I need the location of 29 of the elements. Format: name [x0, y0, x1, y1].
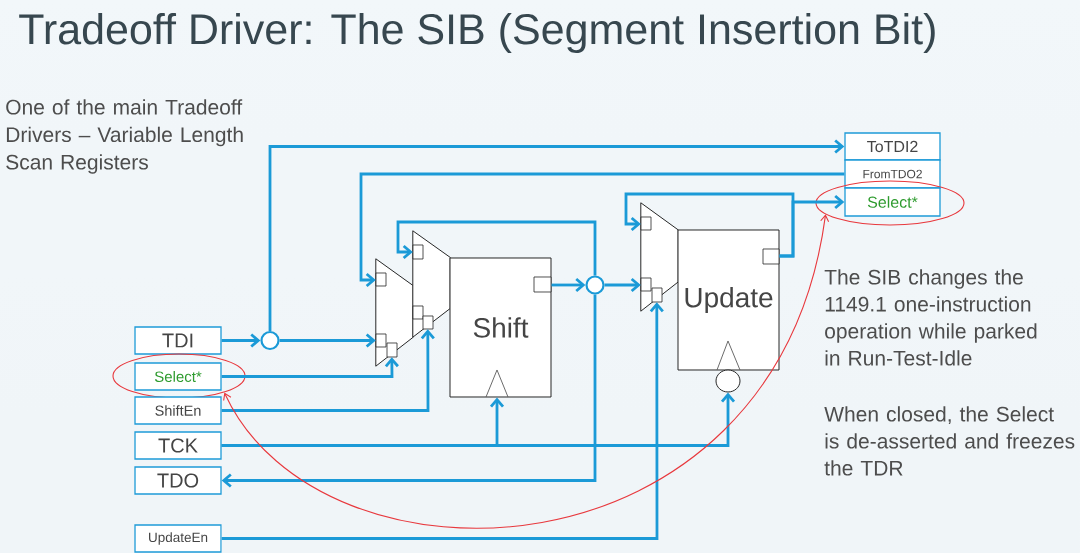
wire-arrow: [604, 277, 641, 293]
signal-box: ToTDI2: [844, 132, 941, 161]
slide-title: Tradeoff Driver: The SIB (Segment Insertion Bit): [19, 12, 935, 54]
body-text: The SIB changes the 1149.1 one-instruction operation while parked in Run-Test-Idle: [824, 269, 1037, 366]
signal-box: Select*: [134, 362, 222, 391]
signal-box: UpdateEn: [134, 524, 222, 553]
wire-arrow: [221, 357, 399, 378]
wire-arrow: [268, 139, 845, 331]
wire-arrow: [396, 220, 597, 276]
junction-dot: [585, 275, 605, 295]
signal-box: ShiftEn: [134, 396, 222, 425]
wire-arrow: [551, 277, 586, 293]
wire-arrow: [279, 333, 376, 348]
signal-box: TCK: [134, 431, 222, 460]
body-text: One of the main Tradeoff Drivers – Variable Length Scan Registers: [6, 99, 243, 174]
wire-arrow: [779, 194, 845, 258]
inverter-bubble: [715, 369, 741, 393]
body-text: When closed, the Select is de-asserted and freezes the TDR: [824, 406, 1075, 476]
wire-arrow: [221, 294, 597, 488]
wire-arrow: [221, 392, 736, 447]
wire-arrow: [221, 333, 261, 348]
signal-box: TDO: [134, 466, 222, 495]
wire-arrow: [221, 302, 664, 540]
highlight-ellipse: [815, 180, 965, 226]
wire-arrow: [359, 172, 845, 288]
signal-box: TDI: [134, 326, 222, 355]
curved-arrow: [223, 214, 830, 529]
wire-arrow: [221, 329, 435, 412]
signal-box: Select*: [844, 187, 941, 217]
